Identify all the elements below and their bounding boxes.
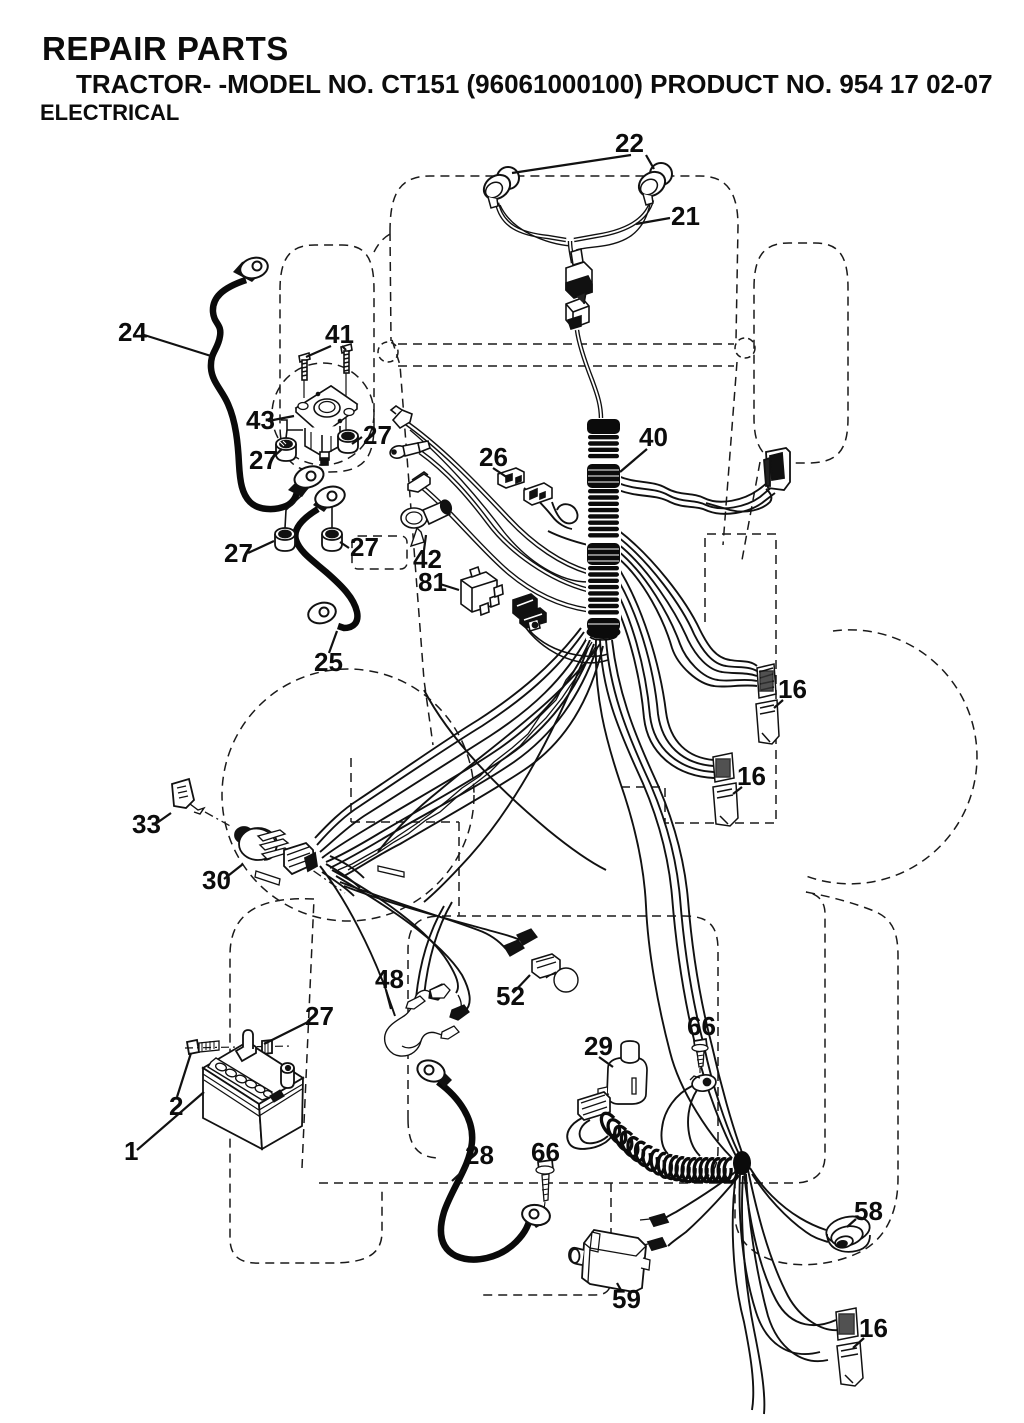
svg-text:29: 29 xyxy=(584,1031,613,1061)
svg-text:27: 27 xyxy=(305,1001,334,1031)
svg-text:30: 30 xyxy=(202,865,231,895)
svg-text:ELECTRICAL: ELECTRICAL xyxy=(40,100,179,125)
svg-text:16: 16 xyxy=(778,674,807,704)
svg-text:41: 41 xyxy=(325,319,354,349)
svg-text:28: 28 xyxy=(465,1140,494,1170)
svg-text:66: 66 xyxy=(531,1137,560,1167)
svg-text:22: 22 xyxy=(615,128,644,158)
svg-text:48: 48 xyxy=(375,964,404,994)
svg-text:21: 21 xyxy=(671,201,700,231)
svg-text:27: 27 xyxy=(249,445,278,475)
svg-text:27: 27 xyxy=(350,532,379,562)
svg-text:40: 40 xyxy=(639,422,668,452)
svg-text:66: 66 xyxy=(687,1011,716,1041)
svg-text:27: 27 xyxy=(363,420,392,450)
svg-text:58: 58 xyxy=(854,1196,883,1226)
svg-text:81: 81 xyxy=(418,567,447,597)
svg-text:16: 16 xyxy=(737,761,766,791)
svg-text:REPAIR PARTS: REPAIR PARTS xyxy=(42,30,289,67)
svg-text:TRACTOR- -MODEL NO. CT151 (960: TRACTOR- -MODEL NO. CT151 (96061000100) … xyxy=(76,69,993,99)
svg-text:1: 1 xyxy=(124,1136,138,1166)
svg-text:24: 24 xyxy=(118,317,147,347)
svg-text:26: 26 xyxy=(479,442,508,472)
svg-text:59: 59 xyxy=(612,1284,641,1314)
svg-text:42: 42 xyxy=(413,544,442,574)
